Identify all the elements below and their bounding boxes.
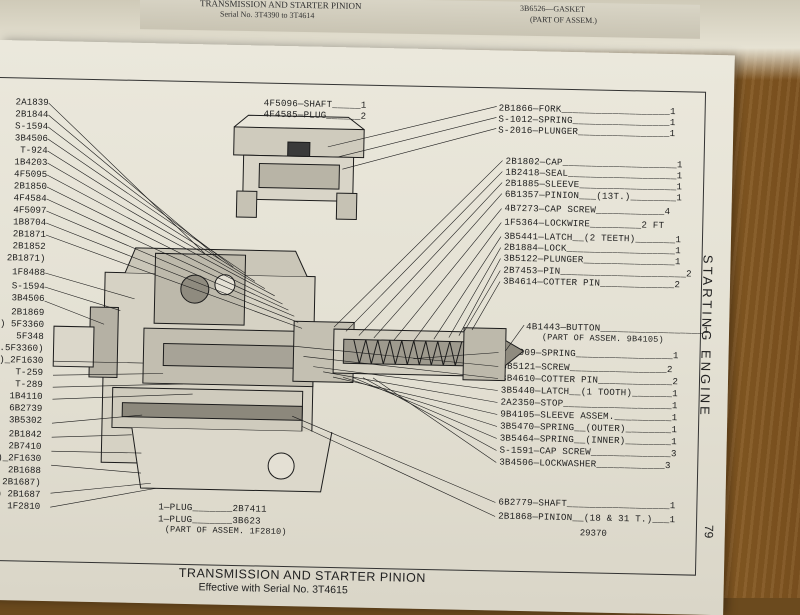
main-transmission-housing [52,247,333,493]
exploded-drawing [44,102,525,517]
starter-pinion-assembly [292,320,525,383]
top-plunger-assembly [233,114,365,221]
left-leader-lines [44,102,303,508]
right-leader-lines [292,106,525,517]
previous-page-serial: Serial No. 3T4390 to 3T4614 [220,9,315,21]
figure-caption-subtitle: Effective with Serial No. 3T4615 [198,581,348,597]
previous-page-part: 3B6526—GASKET [520,3,585,14]
previous-page-part-note: (PART OF ASSEM.) [530,14,597,26]
